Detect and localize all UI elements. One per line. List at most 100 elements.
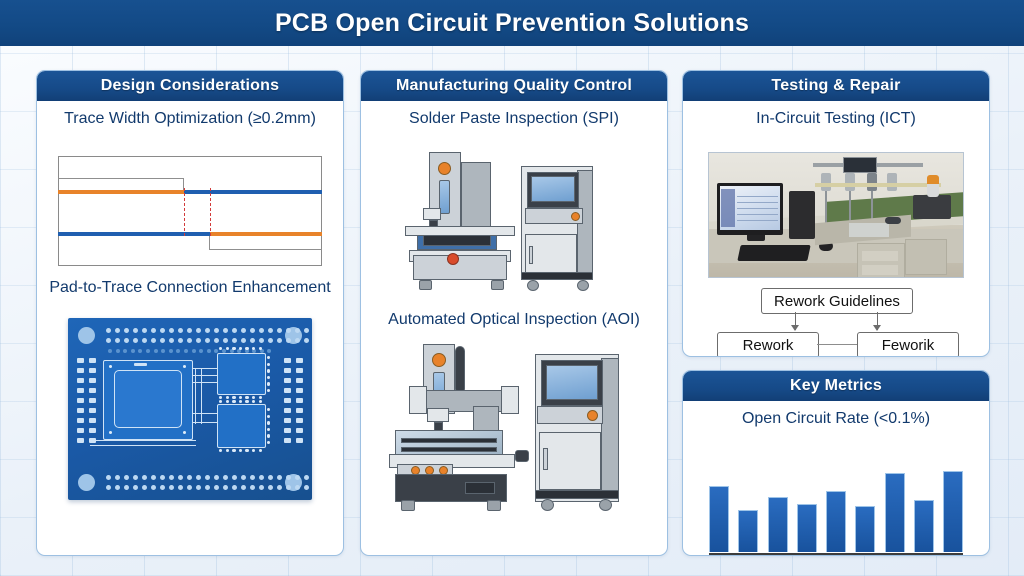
- pcb-pad: [284, 358, 291, 363]
- pcb-pad: [168, 328, 175, 334]
- pcb-chip-pin: [258, 449, 262, 453]
- pcb-chip-pin: [232, 347, 236, 351]
- pcb-pad: [267, 328, 274, 334]
- aoi-cabinet-plinth: [535, 490, 619, 499]
- pcb-pad: [296, 358, 303, 363]
- flow-node-rework-label: Rework: [742, 336, 794, 354]
- aoi-keyboard-panel: [537, 406, 603, 424]
- pcb-chip-pin: [258, 396, 262, 400]
- pcb-pad: [138, 349, 143, 353]
- pcb-pad: [213, 474, 220, 480]
- pcb-chip-main-pin-b: [183, 365, 187, 369]
- pcb-chip-pin: [219, 347, 223, 351]
- trace-dimension-dash-right: [210, 188, 211, 236]
- pcb-pad-row-bottom-2: [106, 484, 312, 490]
- spi-foot-right: [491, 280, 504, 290]
- aoi-machine-illustration: [387, 342, 643, 512]
- flow-node-rework[interactable]: Rework: [717, 332, 819, 356]
- pcb-pad: [276, 474, 283, 480]
- aoi-beam-cap-left: [409, 386, 427, 414]
- panel-design-considerations: Design Considerations Trace Width Optimi…: [36, 70, 344, 556]
- flow-node-rework-guidelines[interactable]: Rework Guidelines: [761, 288, 913, 314]
- flow-arrow-right: [871, 312, 884, 331]
- ict-pc-tower: [789, 191, 815, 239]
- ict-fixture-panel: [849, 223, 889, 237]
- pcb-trace-bus-2: [201, 368, 203, 424]
- pcb-pad: [114, 338, 121, 344]
- pcb-pad: [115, 349, 120, 353]
- pcb-pad: [195, 484, 202, 490]
- ict-monitor-stand: [747, 233, 765, 241]
- pcb-chip-pin: [267, 389, 271, 393]
- pcb-chip-pin: [267, 408, 271, 412]
- pcb-pad-col-right-1: [284, 358, 291, 443]
- ict-lab-photo: [708, 152, 964, 278]
- mfg-subtitle-aoi: Automated Optical Inspection (AOI): [388, 311, 640, 328]
- ict-cabinet-2: [905, 239, 947, 275]
- pcb-chip-pin: [245, 449, 249, 453]
- pcb-chip-pin: [267, 434, 271, 438]
- pcb-board-illustration: [68, 318, 312, 500]
- pcb-pad: [284, 408, 291, 413]
- flow-node-rework-guidelines-label: Rework Guidelines: [774, 292, 900, 310]
- spi-caster-right: [577, 280, 589, 291]
- aoi-foot-right: [487, 500, 501, 511]
- pcb-pad: [258, 484, 265, 490]
- panel-body-manufacturing: Solder Paste Inspection (SPI): [361, 110, 667, 555]
- pcb-pad: [89, 408, 96, 413]
- pcb-pad: [267, 484, 274, 490]
- pcb-pad: [159, 338, 166, 344]
- pcb-pad: [106, 484, 112, 490]
- spi-status-lamp: [438, 162, 451, 175]
- pcb-pad: [145, 349, 150, 353]
- pcb-pad: [77, 378, 84, 383]
- pcb-pad: [303, 328, 310, 334]
- pcb-pad: [214, 349, 219, 353]
- trace-grey-lower-step: [209, 236, 211, 250]
- pcb-pad: [240, 484, 247, 490]
- pcb-pad: [106, 328, 112, 334]
- pcb-chip-pin: [267, 427, 271, 432]
- pcb-chip-main-pin-c: [109, 431, 113, 435]
- pcb-pad: [168, 338, 175, 344]
- pcb-pad: [89, 418, 96, 423]
- pcb-pad: [204, 338, 211, 344]
- metrics-subtitle-open-circuit-rate: Open Circuit Rate (<0.1%): [741, 410, 931, 427]
- pcb-pad: [267, 349, 272, 353]
- pcb-pad: [249, 474, 256, 480]
- ict-keyboard: [737, 245, 811, 261]
- spi-foot-left: [419, 280, 432, 290]
- pcb-pad: [77, 368, 84, 373]
- pcb-pad: [213, 328, 220, 334]
- bar-chart-bar: [943, 471, 963, 552]
- aoi-panel-indicator: [587, 410, 598, 421]
- pcb-pad: [285, 474, 292, 480]
- mfg-subtitle-spi: Solder Paste Inspection (SPI): [409, 110, 619, 127]
- pcb-pad: [229, 349, 234, 353]
- pcb-pad: [258, 474, 265, 480]
- aoi-cabinet-side: [601, 358, 619, 498]
- pcb-pad: [161, 349, 166, 353]
- pcb-pad: [222, 328, 229, 334]
- pcb-pad-row-top-3: [108, 349, 272, 353]
- pcb-chip-main: [114, 370, 182, 428]
- pcb-pad: [237, 349, 242, 353]
- flow-node-feworik[interactable]: Feworik: [857, 332, 959, 356]
- pcb-pad: [204, 484, 211, 490]
- pcb-pad: [303, 338, 310, 344]
- aoi-table-rail-2: [401, 447, 497, 452]
- pcb-pad: [276, 484, 283, 490]
- pcb-pad: [296, 428, 303, 433]
- ict-probe-cylinder-3: [867, 173, 877, 191]
- pcb-pad: [285, 328, 292, 334]
- pcb-trace-low-1: [90, 440, 196, 442]
- pcb-pad: [284, 378, 291, 383]
- pcb-pad-row-top-2: [106, 338, 312, 344]
- ict-instrument-box: [913, 195, 951, 219]
- pcb-chip-pin: [219, 449, 223, 453]
- pcb-pad: [132, 474, 139, 480]
- spi-keypad: [525, 208, 583, 224]
- trace-blue-upper: [184, 190, 322, 194]
- pcb-pad: [249, 484, 256, 490]
- bar-chart-bars: [709, 460, 963, 552]
